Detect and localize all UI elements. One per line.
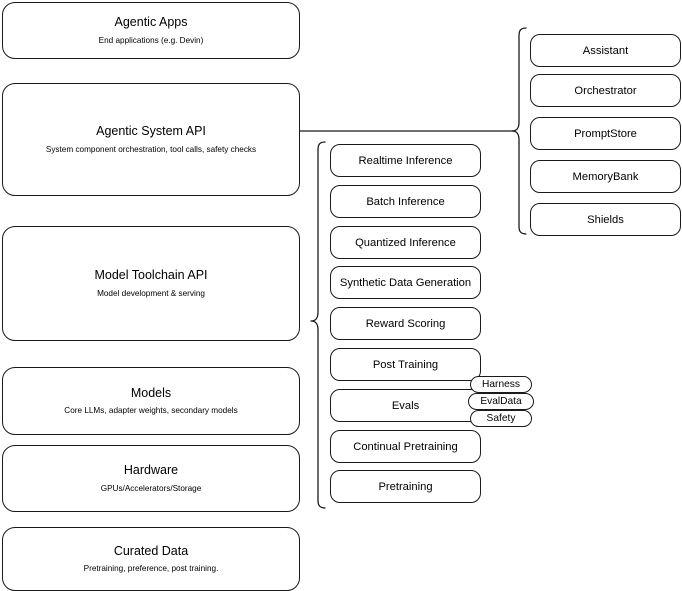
toolchain-box-quantized-inference[interactable]: Quantized Inference [330,226,481,259]
evals-badge-label: EvalData [480,396,522,407]
evals-badge-harness[interactable]: Harness [470,376,532,393]
toolchain-box-label: Reward Scoring [365,317,446,330]
toolchain-box-evals[interactable]: Evals [330,389,481,422]
model-toolchain-brace [305,138,327,518]
layer-subtitle: Model development & serving [97,288,205,298]
toolchain-box-label: Continual Pretraining [353,440,458,453]
layer-box-agentic-apps[interactable]: Agentic Apps End applications (e.g. Devi… [2,2,300,59]
toolchain-box-label: Batch Inference [366,195,445,208]
toolchain-box-batch-inference[interactable]: Batch Inference [330,185,481,218]
toolchain-box-label: Post Training [372,358,439,371]
layer-subtitle: Pretraining, preference, post training. [83,564,219,574]
layer-subtitle: End applications (e.g. Devin) [98,35,204,45]
toolchain-box-pretraining[interactable]: Pretraining [330,470,481,503]
toolchain-box-reward-scoring[interactable]: Reward Scoring [330,307,481,340]
agentic-box-label: Shields [587,213,624,226]
toolchain-box-synthetic-data-generation[interactable]: Synthetic Data Generation [330,266,481,299]
toolchain-box-label: Evals [391,399,420,412]
layer-title: Agentic Apps [114,15,188,30]
toolchain-box-label: Realtime Inference [358,154,453,167]
agentic-box-assistant[interactable]: Assistant [530,34,681,67]
toolchain-box-post-training[interactable]: Post Training [330,348,481,381]
layer-box-hardware[interactable]: Hardware GPUs/Accelerators/Storage [2,445,300,512]
agentic-box-label: PromptStore [574,127,637,140]
layer-subtitle: Core LLMs, adapter weights, secondary mo… [64,406,238,416]
layer-title: Curated Data [113,543,189,558]
toolchain-box-continual-pretraining[interactable]: Continual Pretraining [330,430,481,463]
toolchain-box-label: Quantized Inference [355,236,456,249]
layer-subtitle: GPUs/Accelerators/Storage [100,483,202,493]
agentic-system-connector-line [298,125,515,137]
evals-badge-label: Safety [486,413,516,424]
evals-badge-label: Harness [482,379,520,390]
toolchain-box-label: Synthetic Data Generation [339,276,472,289]
evals-badge-evaldata[interactable]: EvalData [468,393,534,410]
agentic-box-label: MemoryBank [572,170,639,183]
layer-title: Model Toolchain API [94,268,208,283]
layer-title: Hardware [123,463,179,478]
agentic-box-orchestrator[interactable]: Orchestrator [530,74,681,107]
layer-title: Models [130,385,172,400]
layer-box-agentic-system-api[interactable]: Agentic System API System component orch… [2,83,300,196]
layer-box-model-toolchain-api[interactable]: Model Toolchain API Model development & … [2,226,300,341]
agentic-box-shields[interactable]: Shields [530,203,681,236]
toolchain-box-realtime-inference[interactable]: Realtime Inference [330,144,481,177]
agentic-box-label: Assistant [582,44,629,57]
layer-box-models[interactable]: Models Core LLMs, adapter weights, secon… [2,367,300,435]
layer-title: Agentic System API [96,124,206,139]
agentic-box-promptstore[interactable]: PromptStore [530,117,681,150]
agentic-box-memorybank[interactable]: MemoryBank [530,160,681,193]
agentic-system-brace [506,24,528,240]
layer-box-curated-data[interactable]: Curated Data Pretraining, preference, po… [2,527,300,591]
toolchain-box-label: Pretraining [378,480,433,493]
evals-badge-safety[interactable]: Safety [470,410,532,427]
agentic-box-label: Orchestrator [574,84,637,97]
layer-subtitle: System component orchestration, tool cal… [45,144,257,154]
